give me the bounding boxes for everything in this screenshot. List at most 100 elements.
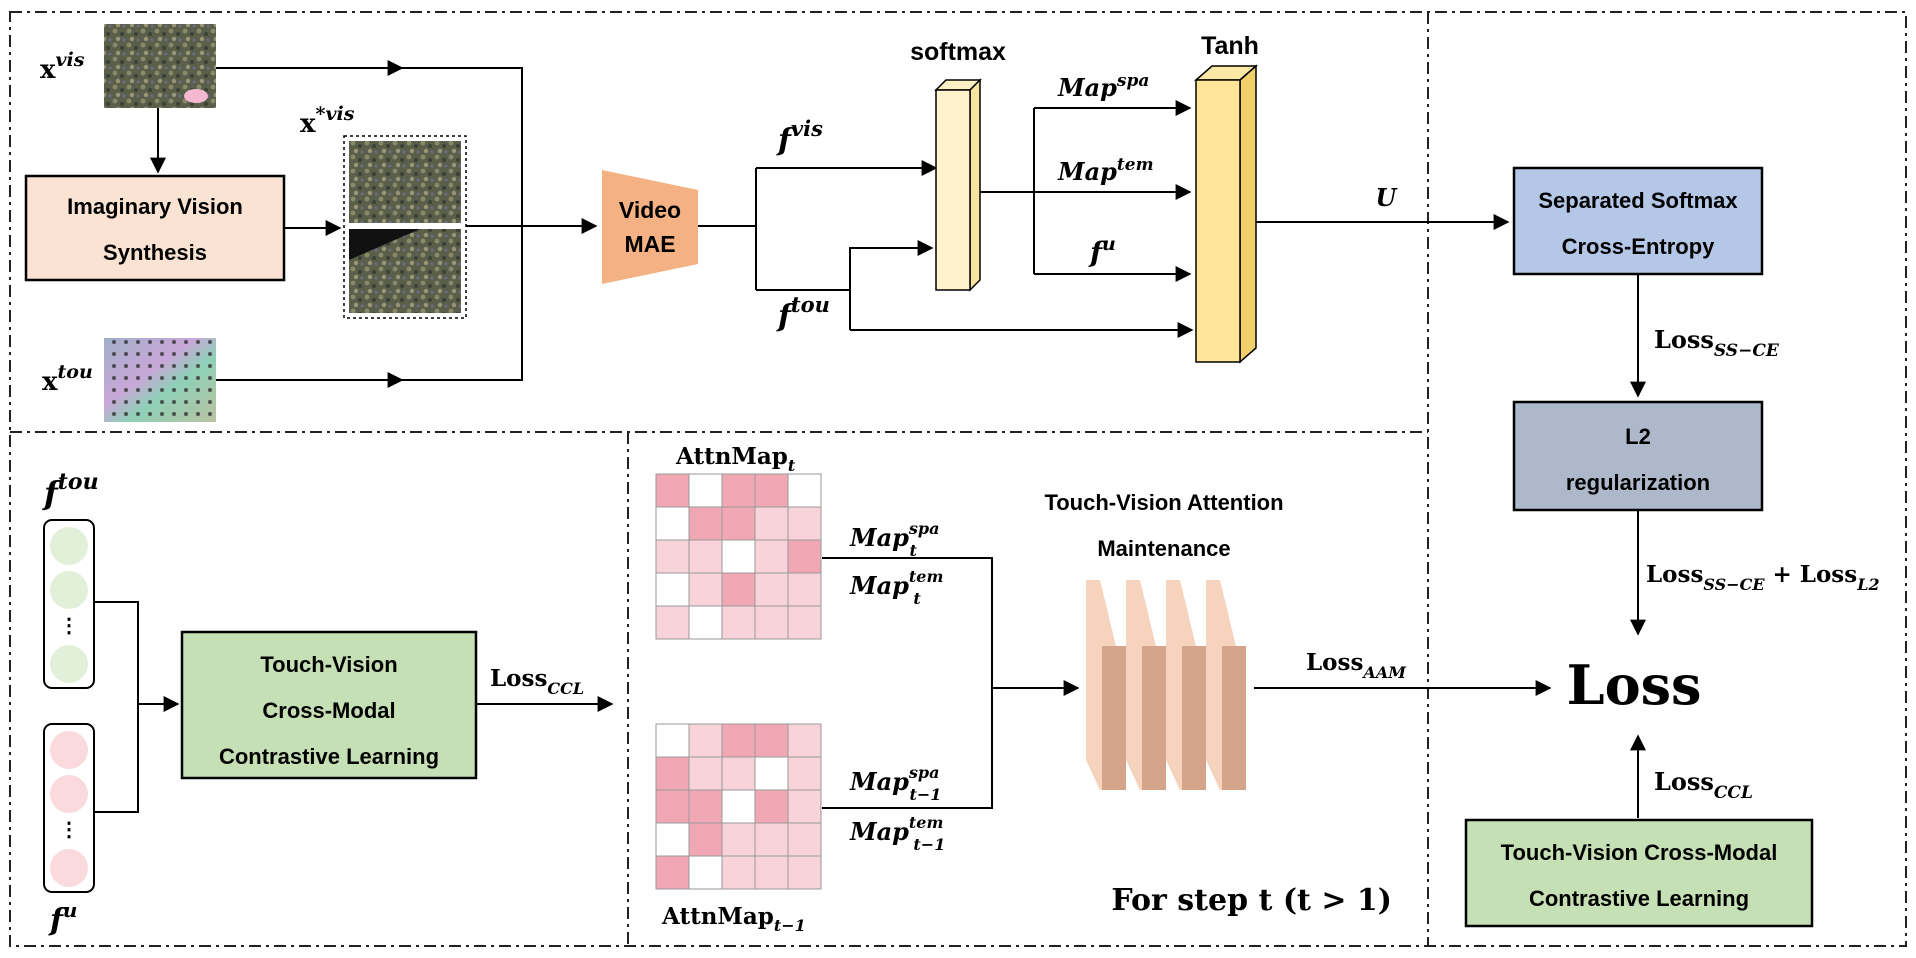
attn-cell: [688, 539, 723, 574]
aam-layer-front: [1182, 646, 1206, 790]
aam-line1: Touch-Vision Attention: [1044, 490, 1283, 515]
outer-border: [9, 11, 1907, 947]
attn-cell: [688, 506, 723, 541]
softmax-block: [935, 89, 971, 291]
u-label: U: [1376, 183, 1399, 212]
attn-cell: [754, 789, 789, 824]
f-u-ellipsis: ⋮: [59, 817, 79, 841]
attn-cell: [721, 539, 756, 574]
attnmap-t1-grid: [655, 723, 822, 890]
attn-cell: [787, 822, 822, 857]
attn-cell: [787, 723, 822, 758]
softmax-label: softmax: [910, 38, 1006, 66]
attn-cell: [721, 723, 756, 758]
top-section: xvis x*vis xtou Imaginary Vision Synthes…: [24, 24, 1510, 422]
attn-cell: [787, 539, 822, 574]
attn-cell: [754, 756, 789, 791]
ivs-line1: Imaginary Vision: [67, 194, 243, 219]
attn-cell: [655, 539, 690, 574]
loss-aam-label: LossAAM: [1306, 649, 1407, 682]
synthesis-mask: [349, 229, 420, 260]
attn-cell: [655, 855, 690, 890]
l2-line2: regularization: [1566, 470, 1710, 495]
attn-cell: [721, 855, 756, 890]
f-u-dot-1: [50, 731, 88, 769]
attn-cell: [688, 473, 723, 508]
attn-cell: [787, 605, 822, 640]
attn-cell: [754, 822, 789, 857]
attn-cell: [688, 605, 723, 640]
attnmap-t-grid: [655, 473, 822, 640]
f-tou-vector: [43, 519, 95, 689]
attn-cell: [721, 572, 756, 607]
attn-cell: [754, 572, 789, 607]
attn-cell: [721, 506, 756, 541]
f-u-dot-3: [50, 849, 88, 887]
ccl-right-line1: Touch-Vision Cross-Modal: [1501, 840, 1778, 865]
attn-cell: [655, 789, 690, 824]
total-loss-label: Loss: [1567, 653, 1702, 717]
aam-line2: Maintenance: [1097, 536, 1230, 561]
x-tou-label: xtou: [42, 361, 93, 397]
attn-cell: [688, 572, 723, 607]
video-mae-block: [602, 170, 698, 284]
attn-cell: [688, 789, 723, 824]
attn-cell: [787, 572, 822, 607]
tanh-label: Tanh: [1201, 32, 1259, 60]
ccl-bottom-line3: Contrastive Learning: [219, 744, 439, 769]
ccl-bottom-line2: Cross-Modal: [262, 698, 395, 723]
f-vis-label: fvis: [776, 116, 823, 158]
ccl-right-box: [1464, 818, 1814, 928]
loss-ssce-label: LossSS−CE: [1654, 325, 1780, 361]
f-tou-dot-2: [50, 571, 88, 609]
attn-cell: [688, 756, 723, 791]
section-borders: [9, 11, 1907, 947]
attn-cell: [754, 473, 789, 508]
attn-cell: [688, 723, 723, 758]
attn-cell: [721, 822, 756, 857]
f-u-label: fu: [1088, 233, 1116, 269]
attn-cell: [721, 605, 756, 640]
x-star-vis-label: x*vis: [300, 103, 355, 139]
x-vis-label: xvis: [40, 49, 85, 85]
arrow-ftou-to-softmax: [849, 240, 934, 330]
mae-line2: MAE: [624, 231, 675, 257]
mae-line1: Video: [619, 197, 681, 223]
attn-cell: [754, 506, 789, 541]
tactile-dots: [104, 338, 216, 422]
attn-cell: [787, 855, 822, 890]
f-tou-dot-3: [50, 645, 88, 683]
aam-layer-front: [1102, 646, 1126, 790]
attn-cell: [655, 822, 690, 857]
f-u-left-label: fu: [48, 898, 77, 938]
attn-cell: [754, 723, 789, 758]
f-u-vector: [43, 723, 95, 893]
f-u-dot-2: [50, 775, 88, 813]
loss-ccl-right-label: LossCCL: [1654, 767, 1753, 803]
ssce-line1: Separated Softmax: [1538, 188, 1738, 213]
attnmap-t1-label: AttnMapt−1: [661, 903, 806, 935]
attn-cell: [655, 756, 690, 791]
ccl-right-line2: Contrastive Learning: [1529, 886, 1749, 911]
bottom-left-section: ftou ⋮ ⋮ fu Touch-Vision Cross-Modal Con…: [42, 469, 614, 938]
attn-cell: [787, 756, 822, 791]
right-column: Separated Softmax Cross-Entropy LossSS−C…: [1464, 166, 1880, 928]
aam-layer-front: [1222, 646, 1246, 790]
softmax-side: [969, 78, 981, 292]
attn-cell: [754, 539, 789, 574]
attn-cell: [787, 506, 822, 541]
attn-cell: [787, 473, 822, 508]
attn-cell: [721, 789, 756, 824]
attn-cell: [721, 473, 756, 508]
synthesized-image-1: [349, 141, 461, 223]
attn-merge-bus: [822, 557, 993, 809]
l2-box: [1512, 400, 1764, 512]
attn-cell: [787, 789, 822, 824]
hand-mark: [184, 89, 208, 103]
